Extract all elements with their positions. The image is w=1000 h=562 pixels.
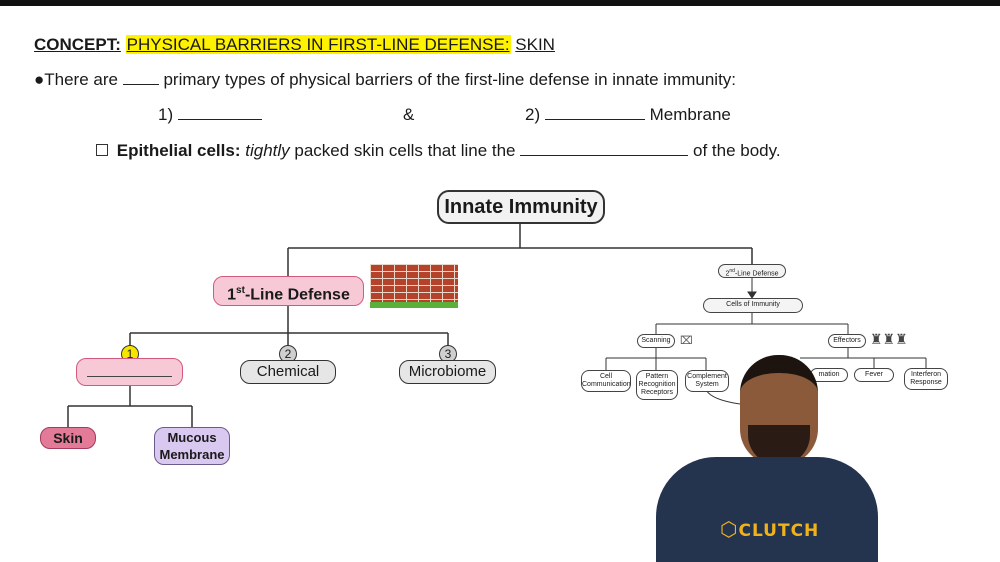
mucous-label: Mucous (167, 430, 217, 445)
presenter-video: ⬡CLUTCH (650, 345, 900, 562)
concept-label: CONCEPT: (34, 35, 121, 54)
epithelial-rest: packed skin cells that line the (294, 141, 516, 160)
concept-title: CONCEPT: PHYSICAL BARRIERS IN FIRST-LINE… (34, 35, 555, 55)
badge-2: 2 (279, 345, 297, 363)
innate-immunity-node: Innate Immunity (437, 190, 605, 224)
mucous-membrane-node: Mucous Membrane (154, 427, 230, 465)
blank-physical-node (76, 358, 183, 386)
second-line-label: -Line Defense (734, 270, 779, 278)
first-line-label: -Line Defense (244, 286, 350, 304)
second-line-number: 2 (725, 270, 730, 278)
ampersand: & (403, 105, 415, 124)
hexagon-icon: ⬡ (720, 517, 739, 541)
cell-communication-node: Cell Communication (581, 370, 631, 392)
presenter-shirt (656, 457, 878, 562)
complement-system-node: Complement System (685, 370, 729, 392)
epithelial-end: of the body. (692, 141, 781, 160)
blank-fill (177, 105, 262, 120)
epithelial-bold: Epithelial cells: (116, 141, 241, 160)
clutch-logo: ⬡CLUTCH (720, 517, 824, 541)
soldiers-icon: ♜♜♜ (870, 331, 908, 347)
item-1-number: 1) (158, 105, 174, 124)
item-1: 1) (158, 105, 262, 125)
grass-strip (370, 302, 458, 308)
membrane-label: Membrane (159, 447, 225, 462)
checkbox-icon (96, 144, 108, 156)
second-line-sup: nd (729, 268, 735, 274)
second-line-node: 2nd-Line Defense (718, 264, 786, 278)
camera-icon: ⌧ (680, 335, 693, 347)
bullet-line-1: ●There are primary types of physical bar… (34, 70, 736, 90)
concept-topic: SKIN (515, 35, 555, 54)
tightly-text: tightly (245, 141, 290, 160)
first-line-sup: st (236, 285, 245, 296)
blank-line (87, 376, 172, 377)
brick-wall-image (370, 264, 458, 308)
pattern-recognition-node: Pattern Recognition Receptors (636, 370, 678, 400)
blank-fill (520, 141, 689, 156)
membrane-text: Membrane (649, 105, 731, 124)
skin-node: Skin (40, 427, 96, 449)
effectors-node: Effectors (828, 334, 866, 348)
microbiome-node: Microbiome (399, 360, 496, 384)
first-line-number: 1 (227, 286, 237, 304)
item-2-number: 2) (525, 105, 541, 124)
epithelial-line: Epithelial cells: tightly packed skin ce… (96, 141, 781, 161)
cells-of-immunity-node: Cells of Immunity (703, 298, 803, 313)
blank-fill (122, 70, 159, 85)
bullet-text-b: primary types of physical barriers of th… (163, 70, 737, 89)
chemical-node: Chemical (240, 360, 336, 384)
concept-highlight: PHYSICAL BARRIERS IN FIRST-LINE DEFENSE: (125, 35, 511, 54)
first-line-defense-node: 1st-Line Defense (213, 276, 364, 306)
blank-fill (544, 105, 645, 120)
item-2: 2) Membrane (525, 105, 731, 125)
clutch-brand-text: CLUTCH (738, 521, 820, 541)
fever-node: Fever (854, 368, 894, 382)
interferon-response-node: Interferon Response (904, 368, 948, 390)
scanning-node: Scanning (637, 334, 675, 348)
top-bar (0, 0, 1000, 6)
bullet-text-a: ●There are (34, 70, 118, 89)
